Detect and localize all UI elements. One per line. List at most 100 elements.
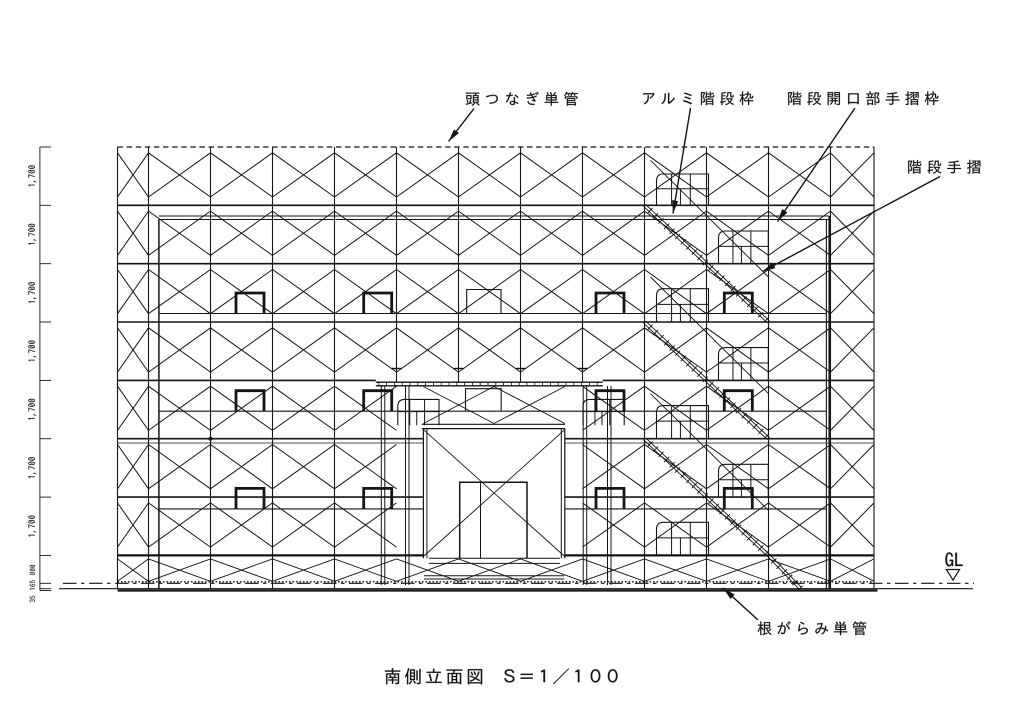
- title-block: 南側立面図Ｓ＝１／１００: [384, 668, 618, 685]
- window: [362, 291, 394, 314]
- cross-brace: [210, 210, 273, 256]
- cross-brace: [117, 327, 149, 373]
- cross-brace: [334, 385, 397, 431]
- cross-brace: [334, 152, 397, 198]
- cross-brace: [768, 444, 831, 490]
- stair-opening-rail-frame: [655, 521, 710, 556]
- gl-label: GL: [945, 552, 963, 567]
- cross-brace: [520, 327, 583, 373]
- cross-brace: [458, 152, 521, 198]
- cross-brace: [458, 269, 521, 315]
- cross-brace: [272, 327, 335, 373]
- cross-brace: [458, 210, 521, 256]
- window: [362, 389, 394, 412]
- cross-brace: [830, 269, 875, 315]
- dimension-label-1700: 1,700: [28, 223, 37, 245]
- stair-stringer: [767, 554, 804, 592]
- cross-brace: [706, 327, 769, 373]
- gl-triangle-marker: [945, 568, 961, 582]
- dimension-chain: 1,7001,7001,7001,7001,7001,7001,70080016…: [28, 146, 52, 603]
- cross-brace: [117, 444, 149, 490]
- cross-brace: [334, 210, 397, 256]
- dimension-label-1700: 1,700: [28, 457, 37, 479]
- cross-brace: [117, 269, 149, 314]
- cross-brace: [768, 385, 831, 431]
- cross-brace: [768, 502, 831, 548]
- cross-brace: [272, 502, 335, 548]
- annotation-negarami-tankan: 根がらみ単管: [757, 621, 867, 636]
- cross-brace: [210, 444, 273, 490]
- stair-opening-rail-frame: [655, 405, 710, 439]
- cross-brace: [582, 444, 645, 490]
- canopy-rail-frame: [397, 398, 440, 426]
- cross-brace: [334, 327, 397, 373]
- cross-brace: [830, 210, 875, 256]
- cross-brace: [117, 152, 149, 198]
- cross-brace: [582, 210, 645, 256]
- cross-brace: [396, 327, 459, 373]
- cross-brace: [768, 327, 831, 373]
- annotation-arrow-kaidan-tesuri: [762, 175, 941, 273]
- cross-brace: [396, 152, 459, 198]
- cross-brace: [520, 269, 583, 315]
- window: [722, 291, 754, 314]
- cross-brace: [644, 502, 707, 548]
- cross-brace: [210, 502, 273, 548]
- joint-dot: [208, 436, 213, 441]
- annotation-atama-tsunagi-tankan: 頭つなぎ単管: [465, 91, 578, 106]
- cross-brace: [272, 385, 335, 431]
- cross-brace: [830, 444, 875, 490]
- window: [722, 487, 754, 509]
- stair-handrail: [650, 159, 769, 278]
- cross-brace: [117, 502, 149, 548]
- canopy-rail-frame: [582, 398, 625, 426]
- stair-opening-rail-frame: [655, 173, 710, 206]
- entrance-door: [458, 481, 528, 559]
- dimension-label-1700: 1,700: [28, 165, 37, 187]
- cross-brace: [830, 152, 875, 198]
- cross-brace: [272, 210, 335, 256]
- stair-opening-rail-frame: [717, 347, 769, 381]
- annotation-arrow-negarami-tankan: [722, 587, 759, 621]
- window: [234, 487, 266, 509]
- stair-stringer: [643, 159, 770, 324]
- ground-lines: [59, 582, 974, 592]
- window: [722, 389, 754, 412]
- window: [594, 291, 626, 314]
- cross-brace: [396, 269, 459, 315]
- stair-opening-rail-frame: [655, 288, 710, 322]
- cross-brace: [582, 502, 645, 548]
- window: [362, 487, 394, 509]
- cross-brace: [272, 444, 335, 490]
- drawing-title: 南側立面図: [384, 668, 483, 685]
- cross-brace: [117, 385, 149, 431]
- cross-brace: [582, 385, 645, 431]
- cross-brace: [458, 327, 521, 373]
- cross-brace: [334, 444, 397, 490]
- annotation-arrow-alumi-kaidan-waku: [672, 107, 692, 214]
- cross-brace: [148, 152, 211, 198]
- building-outline: [158, 215, 830, 589]
- cross-brace: [272, 152, 335, 198]
- cross-brace: [768, 210, 831, 256]
- stair-stringer: [643, 393, 770, 557]
- cross-brace: [210, 385, 273, 431]
- cross-brace: [830, 327, 875, 373]
- cross-brace: [272, 269, 335, 315]
- aluminium-stairs: [397, 159, 804, 592]
- cross-brace: [644, 385, 707, 431]
- cross-brace: [706, 152, 769, 198]
- annotation-labels: 頭つなぎ単管アルミ階段枠階段開口部手摺枠階段手摺根がらみ単管GL: [447, 91, 981, 636]
- scaffold-frame: [116, 146, 875, 589]
- stair-opening-rail-frame: [717, 463, 769, 498]
- dimension-label-1700: 1,700: [28, 398, 37, 420]
- cross-brace: [706, 502, 769, 548]
- dimension-label-base: 35: [29, 595, 36, 603]
- window-thin: [466, 288, 502, 314]
- cross-brace: [706, 385, 769, 431]
- dimension-label-1700: 1,700: [28, 282, 37, 304]
- stair-stringer: [643, 276, 770, 441]
- dimension-label-base: 165: [29, 580, 36, 590]
